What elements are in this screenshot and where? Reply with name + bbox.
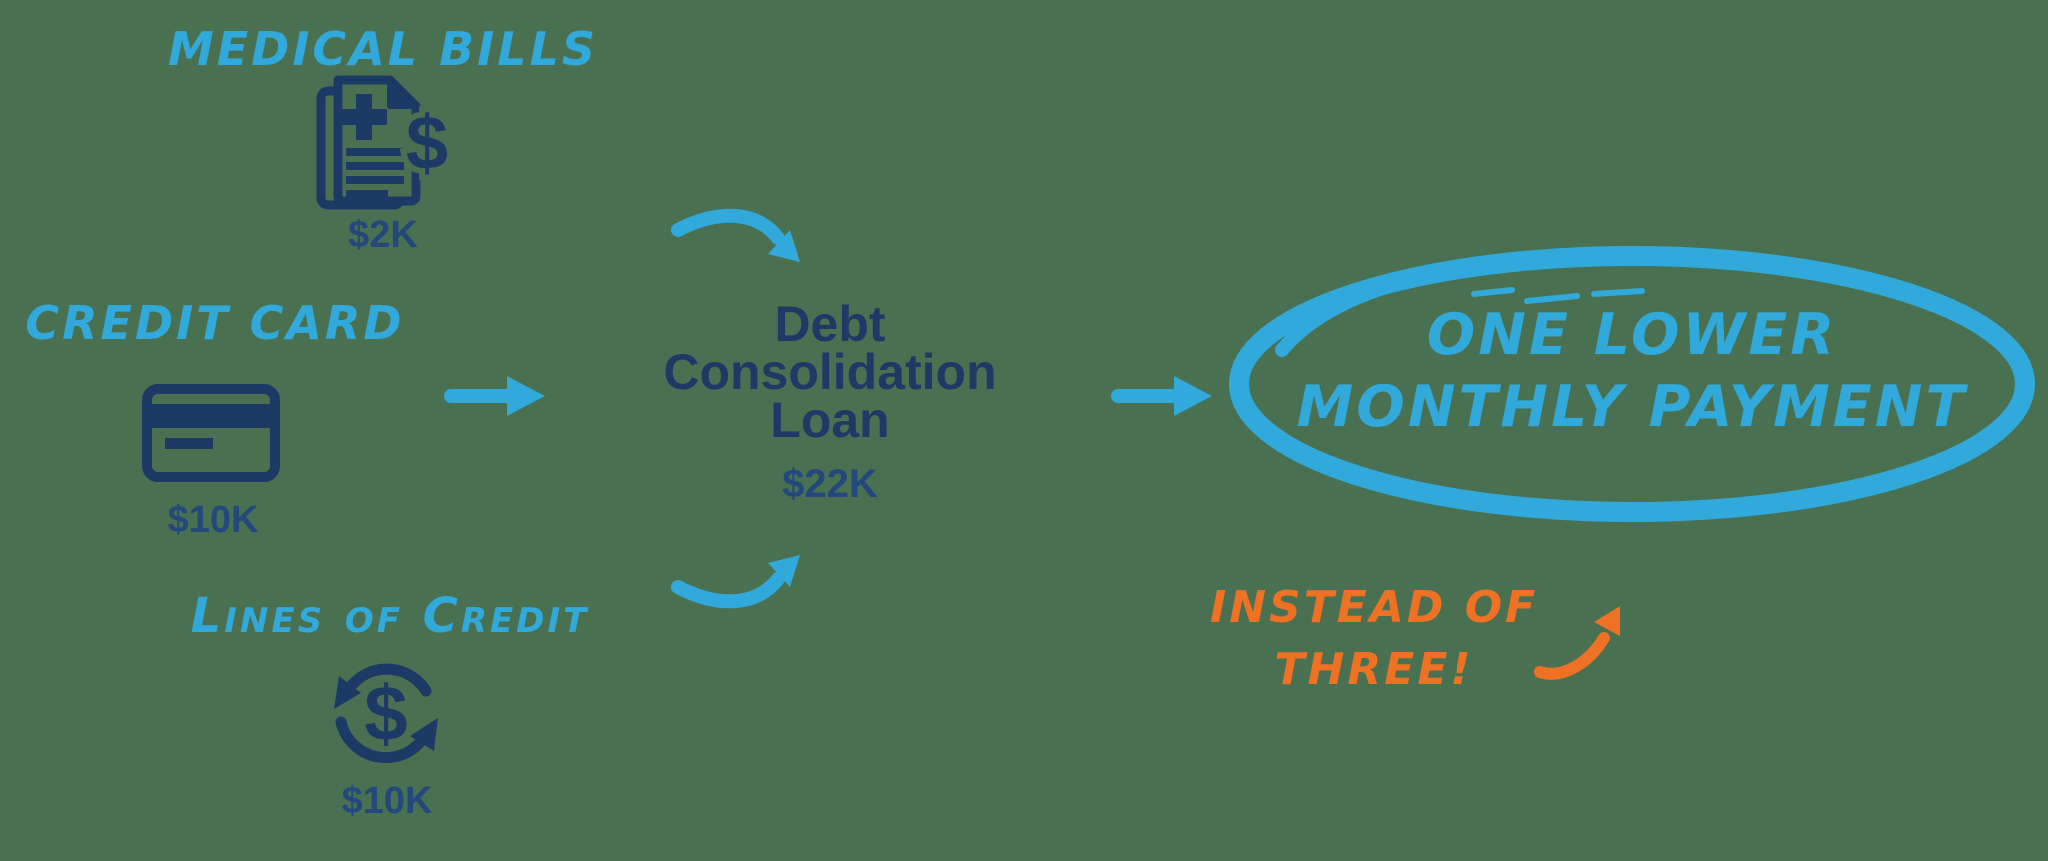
loan-title-line2: Consolidation: [663, 344, 997, 400]
lines-of-credit-amount: $10K: [341, 780, 433, 822]
medical-bills-icon: $: [314, 74, 454, 212]
loan-amount: $22K: [782, 462, 878, 506]
curved-arrow-lines-to-loan-icon: [668, 532, 803, 617]
highlight-oval-icon: [1229, 246, 2035, 522]
loan-title: Debt Consolidation Loan: [580, 296, 1080, 448]
medical-bills-label: MEDICAL BILLS: [167, 22, 599, 76]
credit-card-label: CREDIT CARD: [25, 296, 405, 350]
curved-arrow-medical-to-loan-icon: [668, 200, 803, 285]
medical-bills-amount: $2K: [348, 214, 418, 256]
credit-card-amount: $10K: [167, 499, 259, 541]
dollar-glyph: $: [406, 101, 448, 186]
orange-curved-arrow-icon: [1532, 592, 1632, 687]
loan-title-line3: Loan: [770, 392, 890, 448]
right-arrow-credit-to-loan-icon: [444, 368, 550, 424]
dollar-glyph: $: [364, 669, 407, 757]
note-line1: INSTEAD OF: [1209, 582, 1539, 633]
loan-title-line1: Debt: [774, 296, 886, 352]
result-line2: MONTHLY PAYMENT: [1296, 374, 1968, 440]
refresh-dollar-icon: $: [326, 652, 446, 774]
result-line1: ONE LOWER: [1426, 302, 1838, 368]
credit-card-icon: [141, 383, 281, 483]
result-group: ONE LOWER MONTHLY PAYMENT: [1222, 232, 2042, 542]
right-arrow-loan-to-result-icon: [1111, 368, 1217, 424]
lines-of-credit-label: Lines of Credit: [190, 588, 590, 644]
note-line2: THREE!: [1274, 644, 1474, 695]
